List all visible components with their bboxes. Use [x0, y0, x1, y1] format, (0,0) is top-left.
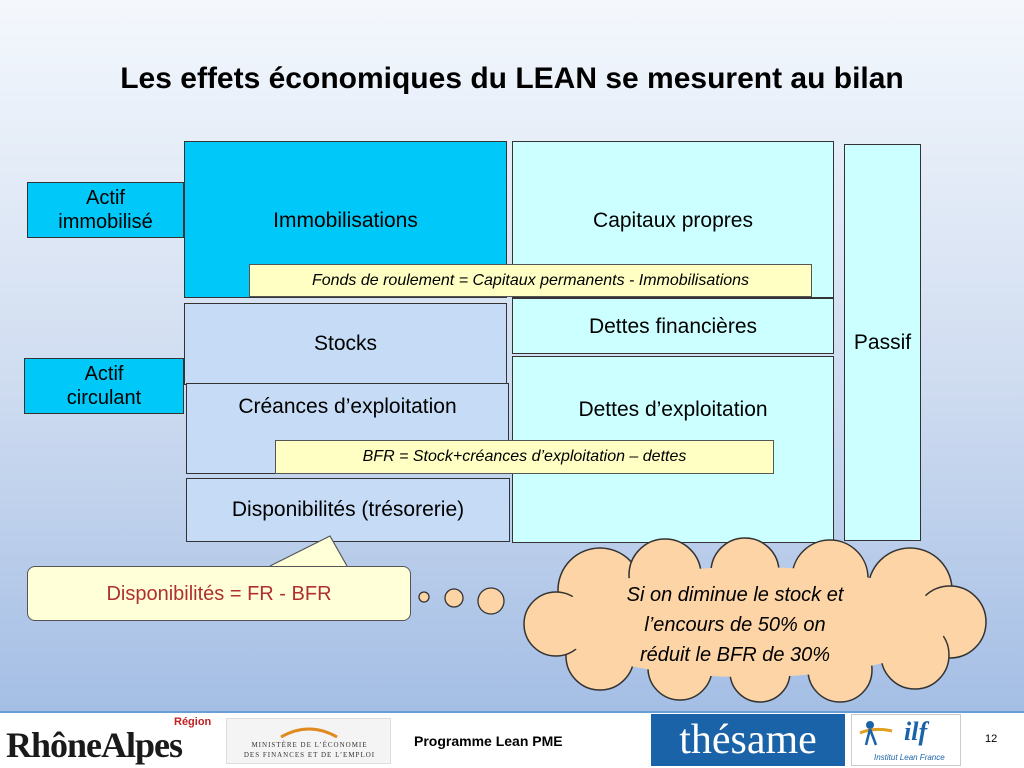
thesame-logo: thésame — [651, 714, 845, 766]
rhone-alpes-text: RhôneAlpes — [6, 725, 183, 765]
ministere-arc-icon — [280, 727, 338, 739]
actif-circulant-label: Actif circulant — [24, 358, 184, 414]
immobilisations-label: Immobilisations — [273, 209, 418, 232]
page-number: 12 — [985, 733, 998, 745]
ilf-text: ilf — [904, 717, 928, 746]
dettes-exploitation-label: Dettes d’exploitation — [578, 398, 768, 421]
actif-immobilise-label: Actif immobilisé — [27, 182, 184, 238]
ilf-logo: ilf Institut Lean France — [851, 714, 961, 766]
stocks-box: Stocks — [184, 303, 507, 385]
fonds-roulement-text: Fonds de roulement = Capitaux permanents… — [311, 271, 750, 289]
actif-immobilise-text: Actif immobilisé — [58, 187, 153, 233]
dettes-financieres-box: Dettes financières — [512, 298, 834, 354]
bfr-formula: BFR = Stock+créances d’exploitation – de… — [275, 440, 774, 474]
footer-divider — [0, 711, 1024, 713]
cloud-line-3: réduit le BFR de 30% — [639, 644, 831, 666]
passif-label: Passif — [853, 330, 912, 354]
ministere-line-1: MINISTÈRE DE L’ÉCONOMIE — [251, 741, 368, 749]
bfr-text: BFR = Stock+créances d’exploitation – de… — [362, 448, 687, 466]
thought-bubble-medium — [444, 588, 464, 608]
thesame-text: thésame — [679, 717, 817, 763]
cloud-line-2: l’encours de 50% on — [644, 614, 826, 636]
fonds-roulement-formula: Fonds de roulement = Capitaux permanents… — [249, 264, 812, 297]
stocks-label: Stocks — [313, 332, 378, 356]
ilf-figure-icon — [859, 721, 893, 746]
page-title: Les effets économiques du LEAN se mesure… — [120, 62, 904, 95]
cloud-line-1: Si on diminue le stock et — [626, 584, 844, 606]
ministere-line-2: DES FINANCES ET DE L’EMPLOI — [243, 751, 376, 759]
dettes-financieres-label: Dettes financières — [588, 315, 758, 339]
ministere-logo: MINISTÈRE DE L’ÉCONOMIE DES FINANCES ET … — [226, 718, 391, 764]
passif-box: Passif — [844, 144, 921, 541]
program-label: Programme Lean PME — [414, 733, 563, 749]
thought-bubble-small — [418, 591, 430, 603]
disponibilites-box: Disponibilités (trésorerie) — [186, 478, 510, 542]
rhone-alpes-logo: Région RhôneAlpes — [6, 716, 218, 766]
callout-text: Disponibilités = FR - BFR — [106, 582, 332, 605]
creances-label: Créances d’exploitation — [238, 395, 457, 418]
region-label: Région — [174, 716, 212, 728]
disponibilites-label: Disponibilités (trésorerie) — [231, 498, 465, 522]
disponibilites-callout: Disponibilités = FR - BFR — [27, 566, 411, 621]
capitaux-propres-label: Capitaux propres — [593, 209, 753, 232]
ilf-subtitle: Institut Lean France — [874, 753, 945, 762]
thought-bubble-large — [477, 587, 505, 615]
cloud-message: Si on diminue le stock et l’encours de 5… — [570, 580, 900, 670]
actif-circulant-text: Actif circulant — [66, 363, 142, 409]
